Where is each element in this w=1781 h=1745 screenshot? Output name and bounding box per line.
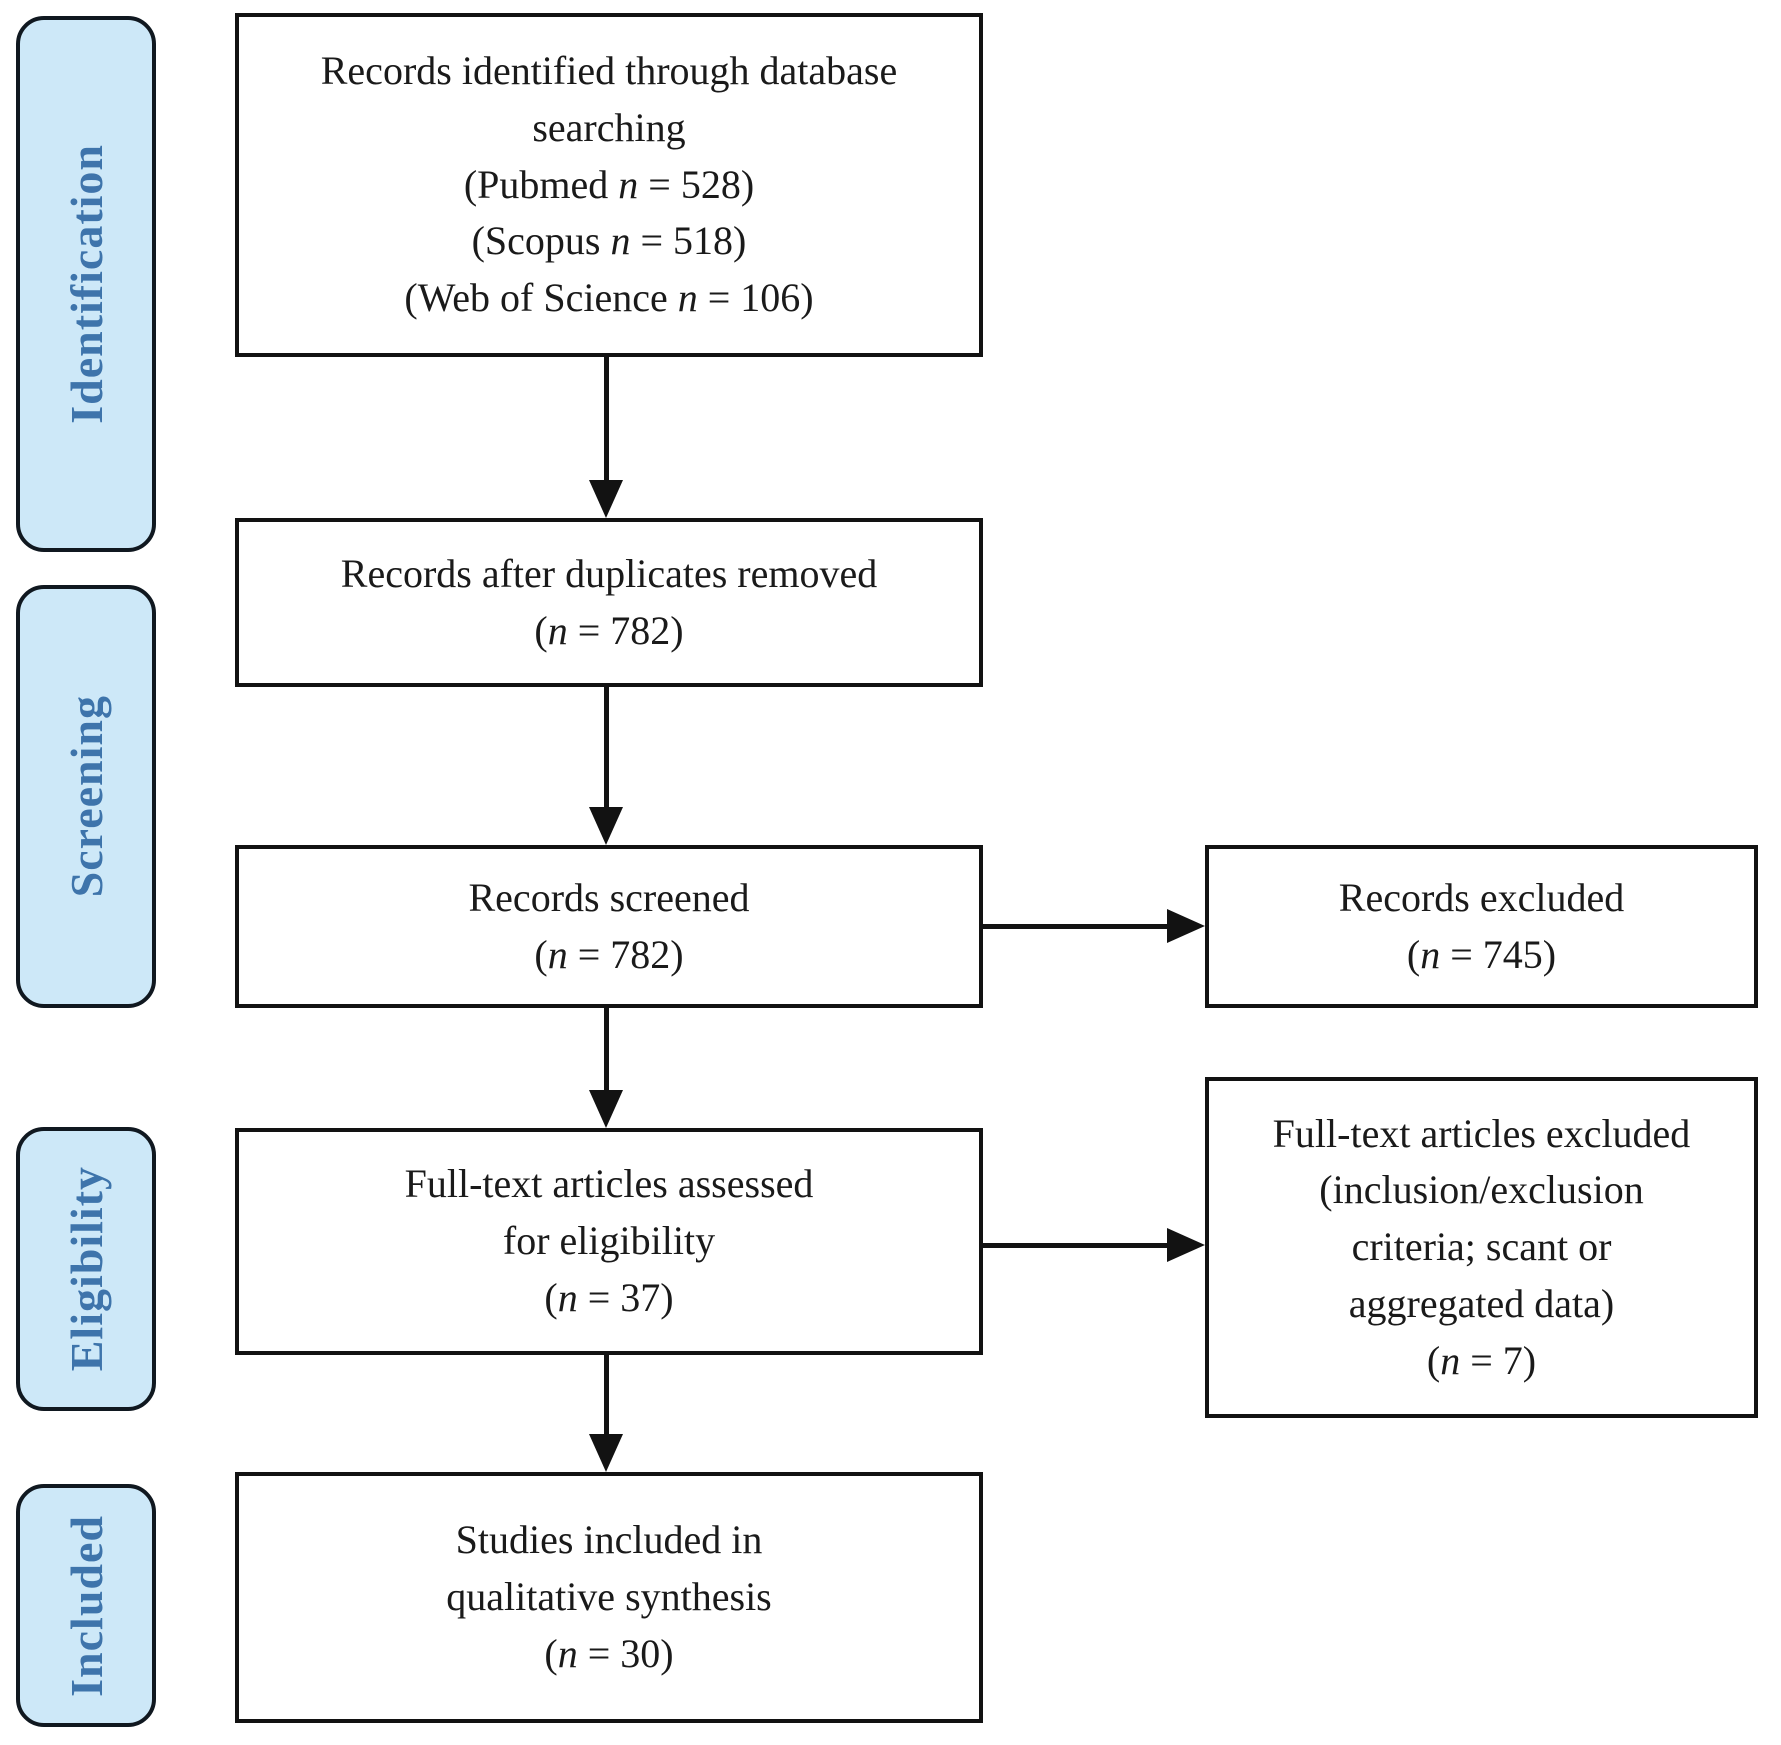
arrow-down-4-head-icon: [589, 1434, 623, 1472]
arrow-down-1-stem: [604, 357, 609, 480]
arrow-down-2-stem: [604, 687, 609, 807]
box-text-line: Records screened: [468, 874, 750, 920]
box-text-line: criteria; scant or: [1351, 1224, 1612, 1270]
box-text-line: (n = 7): [1426, 1337, 1537, 1383]
box-text-line: Full-text articles excluded: [1272, 1110, 1691, 1156]
arrow-right-1-head-icon: [1167, 909, 1205, 943]
arrow-down-3-stem: [604, 1008, 609, 1090]
box-text-line: Studies included in: [455, 1517, 763, 1563]
box-text-line: (n = 745): [1406, 931, 1557, 977]
box-studies-included: Studies included in qualitative synthesis…: [235, 1472, 983, 1723]
stage-label-identification: Identification: [60, 144, 112, 424]
box-text-line: (Pubmed n = 528): [463, 161, 755, 207]
box-text-line: Full-text articles assessed: [404, 1161, 814, 1207]
stage-label-eligibility: Eligibility: [60, 1166, 112, 1372]
box-fulltext-excluded: Full-text articles excluded (inclusion/ex…: [1205, 1077, 1758, 1418]
box-text-line: (Scopus n = 518): [471, 218, 747, 264]
stage-tab-included: Included: [16, 1484, 156, 1727]
box-fulltext-assessed: Full-text articles assessed for eligibili…: [235, 1128, 983, 1355]
box-text-line: (inclusion/exclusion: [1319, 1167, 1644, 1213]
box-text-line: Records identified through database: [320, 48, 898, 93]
stage-tab-identification: Identification: [16, 16, 156, 552]
arrow-down-2-head-icon: [589, 807, 623, 845]
box-text-line: aggregated data): [1348, 1280, 1615, 1326]
box-text-line: Records after duplicates removed: [340, 550, 878, 596]
arrow-down-1-head-icon: [589, 480, 623, 518]
box-records-screened: Records screened (n = 782): [235, 845, 983, 1008]
box-text-line: qualitative synthesis: [446, 1574, 772, 1620]
box-text-line: (n = 782): [534, 931, 684, 977]
stage-tab-eligibility: Eligibility: [16, 1127, 156, 1411]
box-records-identified: Records identified through database searc…: [235, 13, 983, 357]
box-duplicates-removed: Records after duplicates removed (n = 782…: [235, 518, 983, 687]
box-text-line: searching: [532, 104, 686, 150]
box-text-line: for eligibility: [502, 1218, 716, 1264]
box-text-line: (n = 782): [534, 607, 684, 653]
box-text-line: (n = 30): [544, 1630, 674, 1676]
arrow-right-1-stem: [983, 924, 1167, 929]
stage-tab-screening: Screening: [16, 585, 156, 1008]
box-text-line: (n = 37): [544, 1274, 674, 1320]
stage-label-screening: Screening: [60, 695, 112, 898]
box-records-excluded: Records excluded (n = 745): [1205, 845, 1758, 1008]
arrow-down-3-head-icon: [589, 1090, 623, 1128]
arrow-right-2-stem: [983, 1243, 1167, 1248]
stage-label-included: Included: [60, 1514, 112, 1697]
arrow-down-4-stem: [604, 1355, 609, 1434]
box-text-line: (Web of Science n = 106): [404, 275, 814, 321]
box-text-line: Records excluded: [1338, 874, 1625, 920]
arrow-right-2-head-icon: [1167, 1228, 1205, 1262]
